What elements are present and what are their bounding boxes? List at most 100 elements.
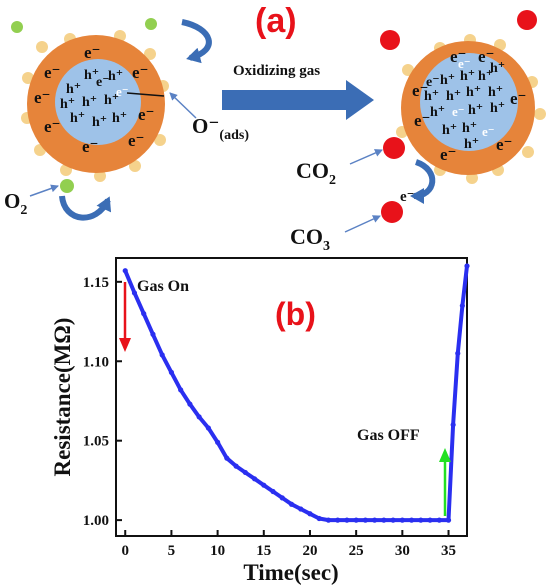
data-point [445, 517, 452, 523]
panel-a-label: (a) [255, 2, 297, 40]
electron-label: e⁻ [450, 47, 467, 66]
hole-label: h⁺ [478, 69, 493, 84]
hole-label: h⁺ [440, 73, 455, 88]
hole-label: h⁺ [466, 85, 481, 100]
hole-label: h⁺ [66, 82, 81, 97]
electron-label: e⁻ [116, 84, 129, 99]
curved-arrow-icon [181, 19, 212, 64]
hole-label: h⁺ [92, 115, 107, 130]
electron-label: e⁻ [44, 117, 61, 136]
o2-label: O2 [4, 189, 27, 218]
electron-label: e⁻ [496, 135, 513, 154]
x-tick-label: 30 [395, 543, 410, 559]
hole-label: h⁺ [82, 95, 97, 110]
adsorbate-dot [94, 170, 106, 182]
data-point [450, 422, 456, 428]
hole-label: h⁺ [60, 97, 75, 112]
y-tick-label: 1.15 [83, 275, 109, 291]
oxygen-molecule [60, 179, 74, 193]
electron-label: e⁻ [482, 124, 495, 139]
electron-label: e⁻ [128, 131, 145, 150]
data-point [122, 268, 128, 274]
data-point [215, 439, 221, 445]
x-axis-label: Time(sec) [243, 560, 338, 585]
data-point [381, 517, 387, 523]
hole-label: h⁺ [442, 123, 457, 138]
pointer-arrow [169, 92, 197, 119]
electron-label: e⁻ [132, 63, 149, 82]
data-point [251, 476, 258, 482]
data-point [427, 517, 433, 523]
data-point [168, 369, 175, 375]
adsorbate-dot [154, 134, 166, 146]
electron-label: e⁻ [82, 137, 99, 156]
x-tick-label: 20 [302, 543, 317, 559]
electron-label: e⁻ [412, 81, 429, 100]
o-ads-label: O⁻(ads) [192, 114, 249, 143]
curved-arrow-icon [410, 159, 436, 204]
y-tick-label: 1.00 [83, 513, 109, 529]
series-markers [122, 263, 470, 523]
core [55, 59, 141, 145]
electron-label: e⁻ [458, 56, 471, 71]
electron-label: e⁻ [426, 75, 440, 90]
hole-label: h⁺ [460, 69, 475, 84]
hole-label: h⁺ [108, 69, 123, 84]
x-tick-label: 25 [349, 543, 364, 559]
gas-on-arrow-head-icon [119, 338, 131, 352]
co3-label: CO3 [290, 224, 330, 254]
hole-label: h⁺ [70, 111, 85, 126]
data-point [270, 488, 276, 495]
data-point [455, 350, 461, 356]
data-point [335, 517, 341, 523]
gas-on-label: Gas On [137, 278, 189, 295]
data-point [436, 517, 442, 523]
data-point [316, 515, 322, 522]
electron-label: e⁻ [510, 89, 527, 108]
hole-label: h⁺ [424, 89, 439, 104]
data-point [205, 425, 211, 431]
data-point [353, 517, 359, 523]
hole-label: h⁺ [446, 89, 461, 104]
data-point [288, 501, 295, 507]
gas-off-arrow-head-icon [439, 448, 451, 462]
plot-frame [115, 257, 468, 537]
co2-label: CO2 [296, 158, 336, 188]
x-tick-label: 35 [441, 543, 456, 559]
data-point [196, 414, 202, 420]
x-tick-label: 5 [168, 543, 176, 559]
x-tick-label: 0 [121, 543, 129, 559]
pointer-arrow [349, 149, 383, 165]
pointer-line [126, 92, 165, 97]
core [420, 53, 518, 151]
pointer-arrow [344, 215, 381, 233]
data-point [344, 517, 350, 523]
electron-label: e⁻ [84, 43, 101, 62]
hole-label: h⁺ [490, 61, 505, 76]
electron-label: e⁻ [414, 111, 431, 130]
electron-label: e⁻ [34, 88, 51, 107]
data-point [150, 331, 156, 337]
y-tick-label: 1.05 [83, 434, 109, 450]
reaction-arrow-icon [222, 80, 374, 120]
adsorbate-dot [466, 172, 478, 184]
electron-label: e⁻ [138, 105, 155, 124]
hole-label: h⁺ [468, 103, 483, 118]
data-point [261, 482, 267, 488]
data-point [307, 511, 313, 517]
hole-label: h⁺ [488, 85, 503, 100]
electron-label: e⁻ [44, 63, 61, 82]
co-molecule [380, 30, 400, 50]
data-point [362, 517, 368, 523]
panel-a: (a) e⁻ e⁻ e⁻ e⁻ e⁻ e⁻ e⁻ e⁻ [4, 2, 546, 254]
panel-b-label: (b) [275, 296, 316, 332]
hole-label: h⁺ [104, 93, 119, 108]
data-point [131, 290, 138, 296]
data-point [242, 469, 248, 476]
electron-label: e⁻ [440, 145, 457, 164]
data-point [325, 517, 332, 523]
oxidizing-gas-label: Oxidizing gas [233, 63, 320, 79]
